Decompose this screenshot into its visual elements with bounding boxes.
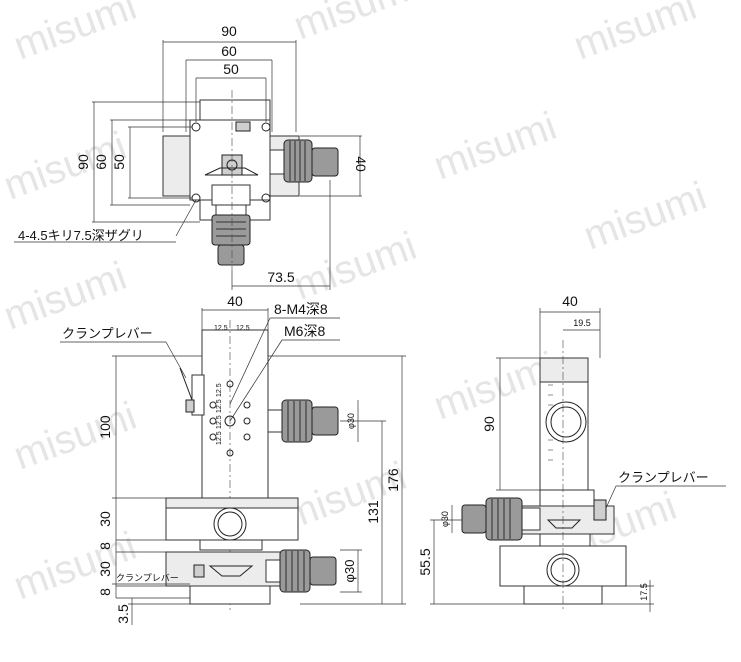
dim-label: φ30 <box>440 511 450 527</box>
pitch-label: 12.5 <box>214 325 228 332</box>
front-upper-stage-knob-inner <box>217 511 243 537</box>
front-vertical-column <box>201 329 269 499</box>
watermark-text: misumi <box>8 524 142 609</box>
dim-label: 60 <box>221 43 237 59</box>
watermark-text: misumi <box>8 0 142 68</box>
dim-label: 176 <box>385 468 401 492</box>
top-screw-head <box>235 121 251 132</box>
side-clamp-lever <box>593 499 607 521</box>
front-lower-clamp-body <box>208 565 254 577</box>
side-scale-ticks <box>548 384 553 461</box>
tap-note: 8-M4深8 <box>274 301 328 317</box>
front-upper-knob-end <box>311 406 339 436</box>
clamp-lever-label-small: クランプレバー <box>116 573 179 583</box>
top-bottom-knob-end <box>217 244 245 266</box>
front-lever-bracket <box>191 374 205 416</box>
side-knob-collar <box>521 507 541 531</box>
watermark-text: misumi <box>288 224 422 309</box>
front-lower-knob-end <box>309 556 337 586</box>
top-right-micrometer-knob <box>283 139 313 183</box>
tap-note: M6深8 <box>284 323 325 339</box>
mount-hole <box>261 122 271 132</box>
front-lever-arm <box>179 367 193 401</box>
mount-hole <box>261 193 271 203</box>
side-view: 40 19.5 90 55.5 φ30 17.5 クランプレバー <box>417 293 726 612</box>
dim-label: φ30 <box>346 413 356 429</box>
top-right-knob-end <box>311 147 339 177</box>
dim-label: 40 <box>227 293 243 309</box>
dim-label: 100 <box>97 415 113 439</box>
front-upper-stage-top <box>165 497 299 509</box>
leader-line <box>605 485 617 509</box>
front-upper-micrometer-knob <box>281 399 313 443</box>
top-bottom-micrometer-knob <box>211 214 251 246</box>
leader-line <box>165 341 187 379</box>
side-spacer <box>539 533 591 547</box>
pitch-label: 12.5 <box>216 383 223 397</box>
front-mid-spacer <box>199 539 263 551</box>
front-lever-knob <box>185 399 195 413</box>
dim-label: 19.5 <box>573 318 591 328</box>
watermark-text: misumi <box>578 174 712 259</box>
pitch-label: 12.5 <box>216 415 223 429</box>
dim-label: 50 <box>223 61 239 77</box>
dim-label: 8 <box>97 542 113 550</box>
dim-label: 90 <box>481 416 497 432</box>
side-upper-block <box>539 489 595 507</box>
dim-label: 40 <box>562 293 578 309</box>
dim-label: 55.5 <box>417 548 433 575</box>
front-lower-micrometer-knob <box>279 549 311 593</box>
front-upper-stage-body <box>165 507 299 541</box>
watermark-text: misumi <box>288 0 422 48</box>
dim-label: 30 <box>97 511 113 527</box>
leader-line <box>175 199 197 237</box>
pitch-label: 12.5 <box>216 431 223 445</box>
side-knob-inner <box>550 406 582 438</box>
pitch-label: 12.5 <box>216 399 223 413</box>
front-view: 12.5 12.5 12.5 12.5 12.5 12.5 <box>60 293 406 625</box>
side-knob-end <box>461 504 487 534</box>
pitch-label: 12.5 <box>236 325 250 332</box>
dim-label: 3.5 <box>115 604 131 624</box>
top-bottom-knob-collar <box>215 204 247 216</box>
front-lower-lever <box>193 564 205 578</box>
top-clamp-body <box>204 167 259 176</box>
dim-label: 50 <box>111 154 127 170</box>
front-base-block <box>189 585 271 605</box>
dim-label: 90 <box>221 23 237 39</box>
side-knob-face <box>545 401 587 443</box>
front-lower-knob-collar <box>265 559 281 583</box>
dim-label: 131 <box>365 500 381 524</box>
top-knob-collar <box>269 149 285 175</box>
dim-label: 90 <box>75 154 91 170</box>
dim-label: 73.5 <box>267 269 294 285</box>
dim-label: 8 <box>97 588 113 596</box>
dim-label: 30 <box>97 561 113 577</box>
dim-label: 40 <box>353 156 369 172</box>
side-column-top <box>539 357 589 383</box>
hole-note: 4-4.5キリ7.5深ザグリ <box>18 228 144 243</box>
dim-label: 60 <box>93 154 109 170</box>
top-base-block <box>211 184 251 206</box>
side-clamp-body <box>546 519 582 529</box>
dim-label: φ30 <box>342 560 357 583</box>
dim-label: 17.5 <box>639 583 649 601</box>
watermark-text: misumi <box>568 0 702 68</box>
clamp-lever-label: クランプレバー <box>62 326 153 341</box>
clamp-lever-label: クランプレバー <box>618 470 709 485</box>
watermark-text: misumi <box>428 104 562 189</box>
watermark-text: misumi <box>8 394 142 479</box>
top-view: 90 60 50 90 60 50 40 73.5 4-4.5キリ7 <box>14 23 369 290</box>
front-upper-knob-collar <box>267 409 283 433</box>
